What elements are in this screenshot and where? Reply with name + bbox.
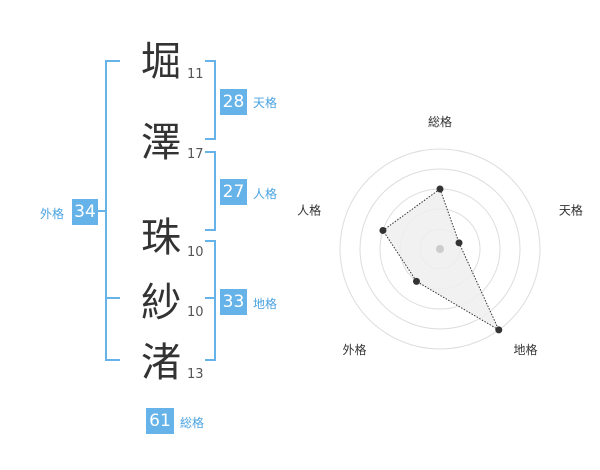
radar-center-dot bbox=[436, 245, 444, 253]
radar-point-3 bbox=[495, 326, 503, 334]
chikaku-badge: 33 bbox=[220, 289, 247, 315]
radar-axis-label-1: 総格 bbox=[428, 114, 452, 129]
gaikaku-label: 外格 bbox=[40, 207, 65, 221]
radar-data-polygon bbox=[382, 188, 500, 332]
chikaku-bracket-split bbox=[205, 297, 216, 299]
tenkaku-label: 天格 bbox=[253, 96, 278, 110]
gaikaku-badge: 34 bbox=[72, 199, 98, 225]
chikaku-bracket bbox=[205, 240, 216, 361]
gaikaku-connector bbox=[92, 210, 106, 212]
name-char-5: 渚 bbox=[141, 340, 181, 386]
stroke-count-5: 13 bbox=[187, 367, 204, 382]
gaikaku-bracket bbox=[105, 60, 120, 361]
radar-ring-5 bbox=[339, 148, 541, 350]
radar-axis-label-5: 人格 bbox=[297, 202, 321, 217]
radar-point-2 bbox=[455, 239, 463, 247]
stroke-count-4: 10 bbox=[187, 305, 204, 320]
name-char-4: 紗 bbox=[141, 280, 181, 326]
gaikaku-bracket-split bbox=[105, 297, 120, 299]
name-char-1: 堀 bbox=[141, 39, 181, 85]
chikaku-label: 地格 bbox=[253, 297, 278, 311]
jinkaku-bracket bbox=[205, 151, 216, 231]
radar-axis-label-2: 天格 bbox=[559, 202, 583, 217]
radar-ring-4 bbox=[359, 168, 521, 330]
radar-point-5 bbox=[379, 226, 387, 234]
stroke-count-3: 10 bbox=[187, 245, 204, 260]
soukaku-label: 総格 bbox=[180, 416, 205, 430]
tenkaku-badge: 28 bbox=[220, 89, 247, 115]
jinkaku-badge: 27 bbox=[220, 179, 247, 205]
name-char-2: 澤 bbox=[141, 120, 181, 166]
name-char-3: 珠 bbox=[141, 215, 181, 261]
radar-axis-label-4: 外格 bbox=[343, 342, 367, 357]
radar-axis-label-3: 地格 bbox=[513, 342, 537, 357]
stroke-count-1: 11 bbox=[187, 67, 204, 82]
tenkaku-bracket bbox=[205, 60, 216, 140]
jinkaku-label: 人格 bbox=[253, 187, 278, 201]
stroke-count-2: 17 bbox=[187, 147, 204, 162]
soukaku-badge: 61 bbox=[146, 408, 174, 434]
radar-point-1 bbox=[436, 185, 444, 193]
radar-point-4 bbox=[412, 277, 420, 285]
